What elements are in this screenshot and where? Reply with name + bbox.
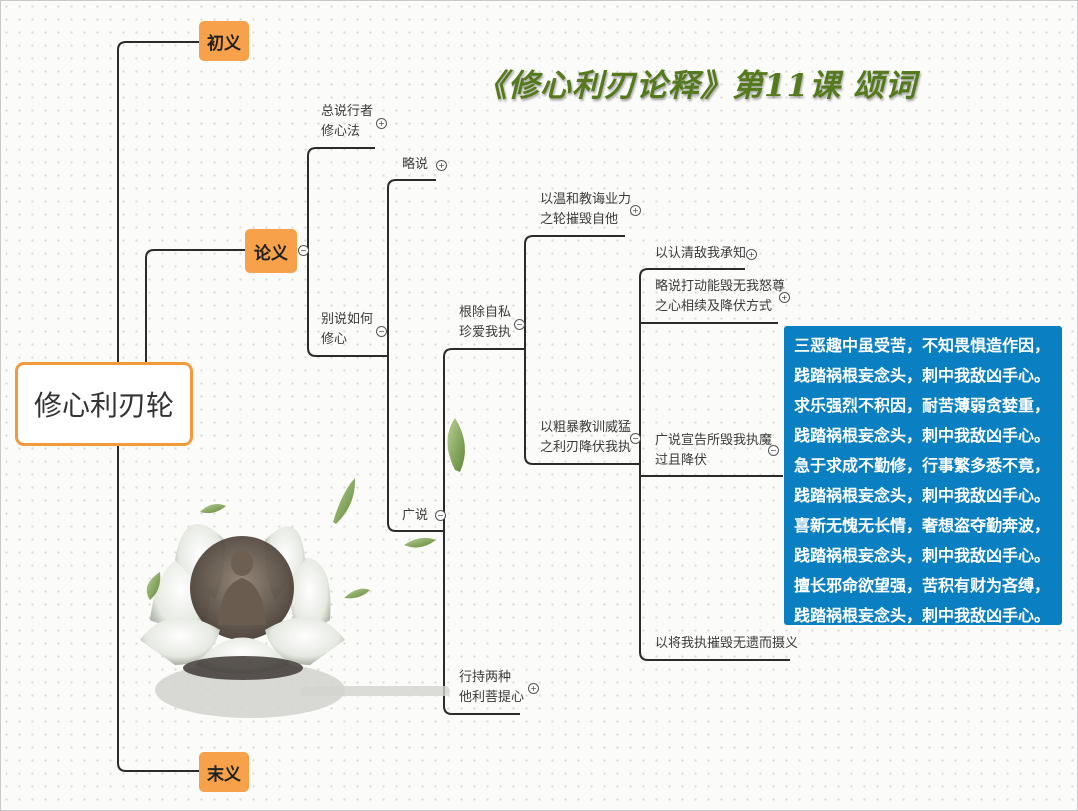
expand-toggle-icon[interactable]: + xyxy=(528,683,539,694)
node-guangshuo-xuangao[interactable]: 广说宣告所毁我执魔 过且降伏 xyxy=(655,431,772,471)
guangshuo-line xyxy=(387,356,432,532)
verse-line: 三恶趣中虽受苦，不知畏惧造作因， xyxy=(794,336,1051,355)
node-line: 根除自私 xyxy=(459,305,512,320)
node-line: 过且降伏 xyxy=(655,453,708,468)
expand-toggle-icon[interactable]: + xyxy=(746,249,757,260)
node-xingchi[interactable]: 行持两种 他利菩提心 xyxy=(459,668,524,708)
node-line: 以粗暴教训威猛 xyxy=(540,420,632,435)
node-line: 略说打动能毁无我怒尊 xyxy=(655,279,786,294)
verse-line: 急于求成不勤修，行事繁多悉不竟， xyxy=(794,456,1051,475)
node-lueshuo[interactable]: 略说 xyxy=(402,157,429,172)
node-line: 行持两种 xyxy=(459,670,512,685)
slide-title: 《修心利刃论释》第11课 颂词 xyxy=(476,68,917,104)
node-cubao[interactable]: 以粗暴教训威猛 之利刃降伏我执 xyxy=(540,418,631,458)
xingchi-line xyxy=(443,531,520,715)
trunk-line xyxy=(117,41,200,362)
section-lunyi[interactable]: 论义 xyxy=(245,229,297,273)
root-node[interactable]: 修心利刃轮 xyxy=(15,362,193,446)
cuihui-line xyxy=(639,464,790,661)
verse-line: 擅长邪命欲望强，苦积有财为吝缚， xyxy=(794,576,1051,595)
verse-line: 践踏祸根妄念头，刺中我敌凶手心。 xyxy=(794,606,1051,625)
node-line: 修心法 xyxy=(321,124,361,139)
collapse-toggle-icon[interactable]: − xyxy=(376,326,387,337)
collapse-toggle-icon[interactable]: − xyxy=(514,319,525,330)
expand-toggle-icon[interactable]: + xyxy=(779,292,790,303)
node-guangshuo[interactable]: 广说 xyxy=(402,508,429,523)
node-line: 以温和教诲业力 xyxy=(540,192,632,207)
verse-line: 践踏祸根妄念头，刺中我敌凶手心。 xyxy=(794,426,1051,445)
verse-line: 践踏祸根妄念头，刺中我敌凶手心。 xyxy=(794,366,1051,385)
verse-line: 求乐强烈不积因，耐苦薄弱贪婪重， xyxy=(794,396,1051,415)
collapse-toggle-icon[interactable]: − xyxy=(298,245,309,256)
node-renqing[interactable]: 以认清敌我承知 xyxy=(655,246,747,261)
zongshuo-line xyxy=(307,147,375,250)
verse-line: 喜新无愧无长情，奢想盗夺勤奔波， xyxy=(794,516,1051,535)
renqing-line xyxy=(639,268,745,464)
lunyi-branch xyxy=(145,249,245,362)
cubao-line xyxy=(524,349,625,465)
node-wenhe[interactable]: 以温和教诲业力 之轮摧毁自他 xyxy=(540,190,631,230)
wenhe-line xyxy=(524,235,625,349)
bieshuo-line xyxy=(307,250,388,357)
node-line: 别说如何 xyxy=(321,312,374,327)
node-line: 广说宣告所毁我执魔 xyxy=(655,433,773,448)
node-genchu[interactable]: 根除自私 珍爱我执 xyxy=(459,303,511,343)
section-chuyi[interactable]: 初义 xyxy=(199,21,249,61)
trunk-line-bottom xyxy=(117,446,200,772)
expand-toggle-icon[interactable]: + xyxy=(630,205,641,216)
section-moyi[interactable]: 末义 xyxy=(199,752,249,792)
node-line: 修心 xyxy=(321,332,348,347)
node-line: 之轮摧毁自他 xyxy=(540,212,619,227)
collapse-toggle-icon[interactable]: − xyxy=(768,445,779,456)
node-bieshuo[interactable]: 别说如何 修心 xyxy=(321,310,373,350)
node-line: 他利菩提心 xyxy=(459,690,525,705)
collapse-toggle-icon[interactable]: − xyxy=(630,433,641,444)
node-line: 珍爱我执 xyxy=(459,325,512,340)
verse-box: 三恶趣中虽受苦，不知畏惧造作因， 践踏祸根妄念头，刺中我敌凶手心。 求乐强烈不积… xyxy=(784,326,1062,625)
genchu-line xyxy=(443,348,525,531)
node-line: 总说行者 xyxy=(321,104,374,119)
node-zongshuo[interactable]: 总说行者 修心法 xyxy=(321,102,373,142)
node-line: 之利刃降伏我执 xyxy=(540,440,632,455)
node-cuihui[interactable]: 以将我执摧毁无遗而摄义 xyxy=(655,636,799,651)
verse-line: 践踏祸根妄念头，刺中我敌凶手心。 xyxy=(794,486,1051,505)
expand-toggle-icon[interactable]: + xyxy=(436,160,447,171)
verse-line: 践踏祸根妄念头，刺中我敌凶手心。 xyxy=(794,546,1051,565)
node-line: 之心相续及降伏方式 xyxy=(655,299,773,314)
collapse-toggle-icon[interactable]: − xyxy=(435,510,446,521)
expand-toggle-icon[interactable]: + xyxy=(376,118,387,129)
lueshuo-line xyxy=(387,179,436,356)
node-lueshuo-dadong[interactable]: 略说打动能毁无我怒尊 之心相续及降伏方式 xyxy=(655,277,785,317)
